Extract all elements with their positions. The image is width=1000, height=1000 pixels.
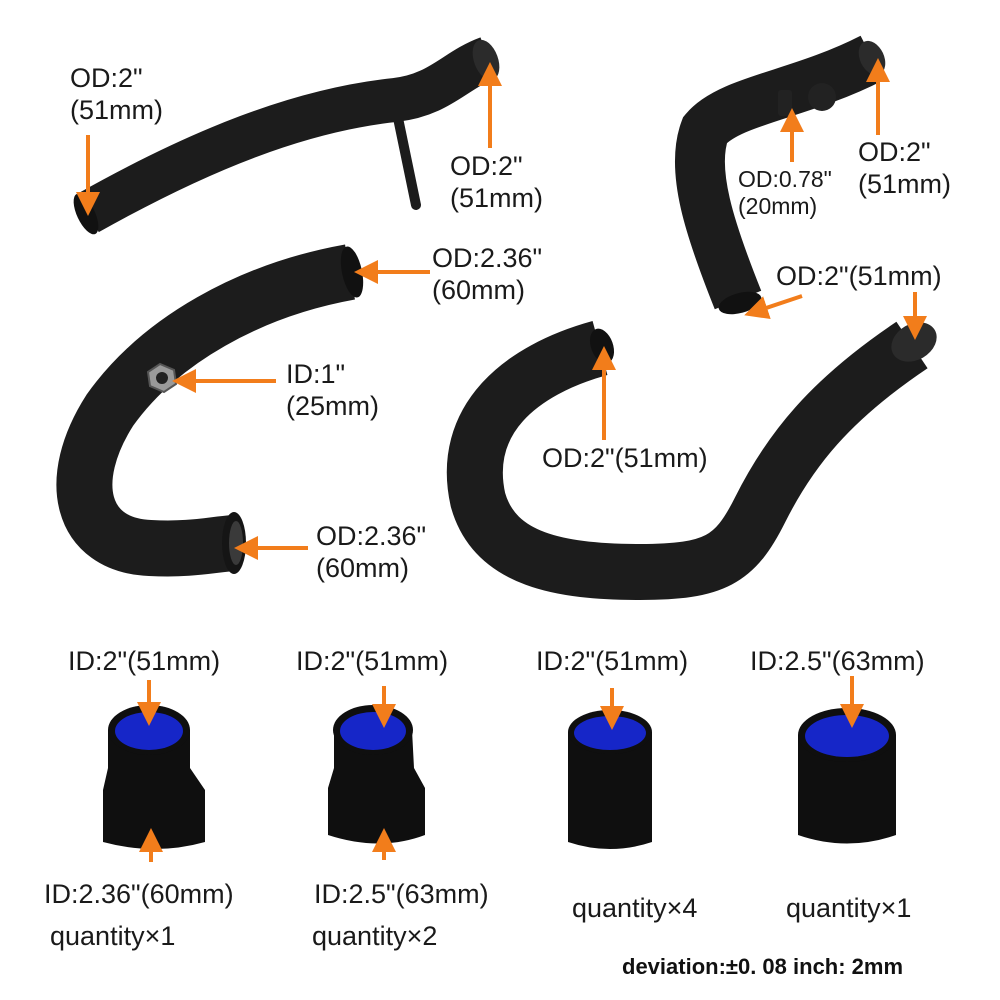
label-pipe3-top-end: OD:2" (51mm) xyxy=(858,136,951,200)
silicone-coupler-3 xyxy=(568,710,652,849)
label-coupler1-bottom: ID:2.36"(60mm) xyxy=(44,879,234,909)
label-line: OD:2" xyxy=(858,137,931,167)
label-coupler3-quantity: quantity×4 xyxy=(572,893,698,923)
label-coupler2-quantity: quantity×2 xyxy=(312,921,438,951)
deviation-note: deviation:±0. 08 inch: 2mm xyxy=(622,954,904,979)
label-line: (60mm) xyxy=(432,275,525,305)
label-coupler3-top: ID:2"(51mm) xyxy=(536,646,689,676)
silicone-coupler-2 xyxy=(328,705,425,844)
label-line: (60mm) xyxy=(316,553,409,583)
label-pipe3-nipple: OD:0.78" (20mm) xyxy=(738,166,832,220)
label-line: (51mm) xyxy=(70,95,163,125)
label-pipe1-left-end: OD:2" (51mm) xyxy=(70,62,163,126)
label-line: (51mm) xyxy=(858,169,951,199)
label-pipe1-right-end: OD:2" (51mm) xyxy=(450,150,543,214)
label-coupler1-top: ID:2"(51mm) xyxy=(68,646,221,676)
label-pipe4-left-end: OD:2"(51mm) xyxy=(542,443,708,473)
label-line: OD:2" xyxy=(70,63,143,93)
label-line: (51mm) xyxy=(450,183,543,213)
label-line: (25mm) xyxy=(286,391,379,421)
label-pipe2-sensor-port: ID:1" (25mm) xyxy=(286,358,379,422)
label-pipe3-bottom-end: OD:2"(51mm) xyxy=(776,261,942,291)
silicone-coupler-4 xyxy=(798,708,896,844)
arrow-pipe3-bottom xyxy=(744,294,803,320)
label-line: (20mm) xyxy=(738,193,818,219)
label-line: OD:2.36" xyxy=(432,243,543,273)
label-coupler4-top: ID:2.5"(63mm) xyxy=(750,646,925,676)
dimension-arrows xyxy=(76,58,927,862)
label-line: ID:1" xyxy=(286,359,346,389)
label-pipe2-top-end: OD:2.36" (60mm) xyxy=(432,242,542,306)
label-line: OD:2.36" xyxy=(316,521,427,551)
label-pipe2-bottom-end: OD:2.36" (60mm) xyxy=(316,520,426,584)
label-line: OD:2" xyxy=(450,151,523,181)
label-coupler2-top: ID:2"(51mm) xyxy=(296,646,449,676)
label-line: OD:0.78" xyxy=(738,166,832,192)
label-coupler2-bottom: ID:2.5"(63mm) xyxy=(314,879,489,909)
label-coupler1-quantity: quantity×1 xyxy=(50,921,176,951)
silicone-coupler-1 xyxy=(103,705,205,849)
label-coupler4-quantity: quantity×1 xyxy=(786,893,912,923)
